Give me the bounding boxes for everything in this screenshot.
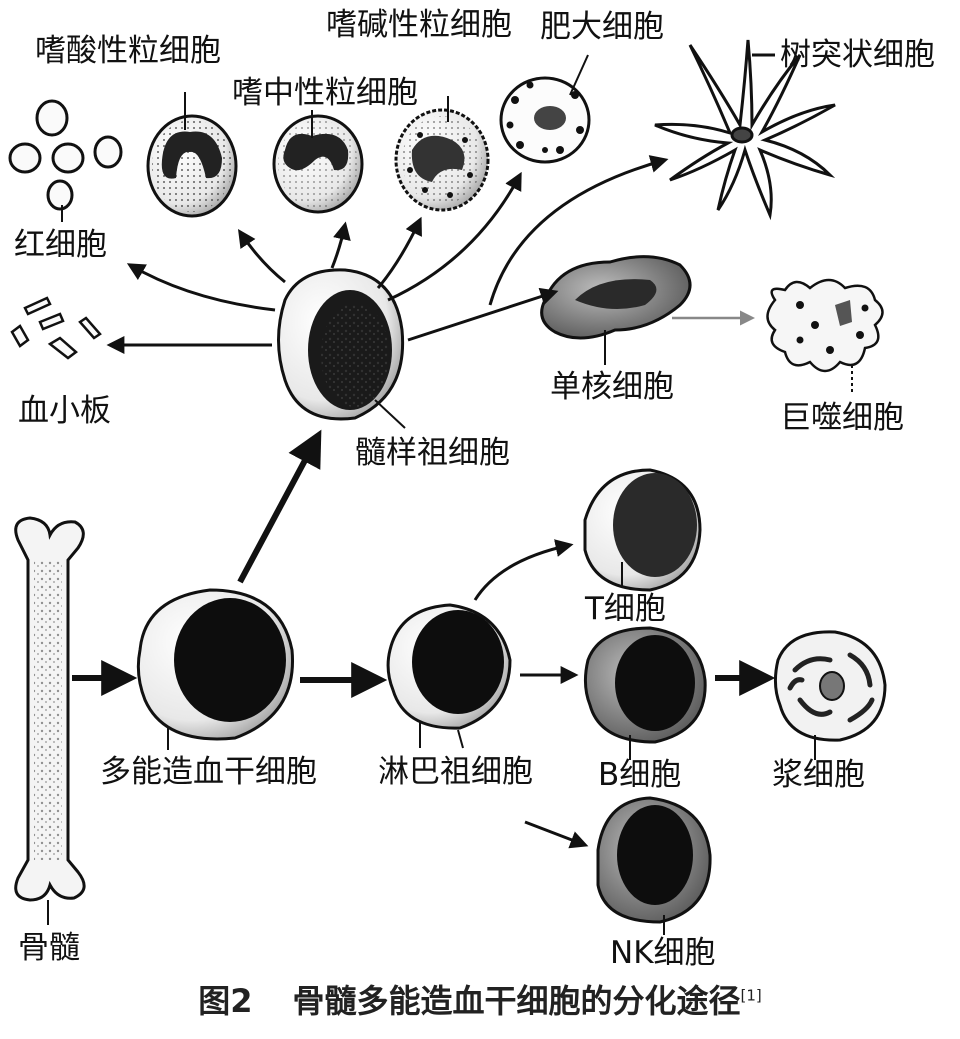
hematopoietic-stem-cell-illustration [136, 588, 295, 750]
arrow-myeloid-to-dendritic-cell [488, 155, 669, 306]
label-bone-marrow: 骨髓 [18, 930, 80, 966]
arrow-myeloid-to-basophil [376, 216, 422, 289]
arrow-stem-to-myeloid [237, 429, 322, 584]
label-neutrophil: 嗜中性粒细胞 [232, 75, 418, 111]
plasma-cell-illustration [773, 630, 887, 760]
label-macrophage: 巨噬细胞 [780, 400, 904, 436]
eosinophil-illustration [146, 92, 238, 218]
figure-number: 图2 [198, 982, 253, 1020]
myeloid-progenitor-illustration [277, 268, 406, 429]
mast-cell-illustration [499, 54, 591, 164]
differentiation-arrows [72, 155, 776, 849]
neutrophil-illustration [272, 110, 364, 214]
b-cell-illustration [583, 626, 707, 760]
monocyte-illustration [540, 255, 692, 365]
label-platelet: 血小板 [18, 393, 111, 429]
arrow-myeloid-to-red-blood-cell [126, 263, 276, 312]
label-red-blood-cell: 红细胞 [14, 227, 107, 263]
label-hematopoietic-stem-cell: 多能造血干细胞 [100, 754, 317, 790]
label-plasma-cell: 浆细胞 [772, 757, 865, 793]
red-blood-cells-illustration [8, 99, 123, 211]
macrophage-illustration [766, 278, 884, 395]
figure-title: 骨髓多能造血干细胞的分化途径 [292, 982, 741, 1020]
label-mast-cell: 肥大细胞 [540, 9, 664, 45]
basophil-illustration [394, 96, 490, 212]
dendritic-cell-illustration [654, 39, 836, 221]
arrow-myeloid-to-monocyte [407, 287, 559, 342]
arrow-lymphoid-to-t-cell [473, 539, 574, 601]
label-nk-cell: NK细胞 [610, 935, 716, 971]
label-basophil: 嗜碱性粒细胞 [326, 7, 512, 43]
t-cell-illustration [583, 468, 702, 592]
arrow-myeloid-to-neutrophil [330, 221, 351, 269]
arrow-myeloid-to-mast-cell [387, 171, 522, 302]
bone-marrow-illustration [14, 516, 86, 925]
label-monocyte: 单核细胞 [550, 369, 674, 405]
arrow-myeloid-to-eosinophil [238, 229, 286, 284]
figure-reference: [1] [740, 986, 762, 1005]
label-dendritic-cell: 树突状细胞 [780, 37, 935, 73]
figure-caption: 图2 骨髓多能造血干细胞的分化途径[1] [0, 976, 960, 1022]
nk-cell-illustration [596, 796, 712, 935]
label-myeloid-progenitor: 髓样祖细胞 [355, 435, 510, 471]
platelets-illustration [10, 296, 102, 360]
label-t-cell: T细胞 [585, 591, 666, 627]
label-lymphoid-progenitor: 淋巴祖细胞 [378, 754, 533, 790]
arrow-lymphoid-to-nk-cell [524, 820, 589, 849]
label-b-cell: B细胞 [598, 757, 682, 793]
label-eosinophil: 嗜酸性粒细胞 [35, 33, 221, 69]
lymphoid-progenitor-illustration [386, 603, 512, 749]
